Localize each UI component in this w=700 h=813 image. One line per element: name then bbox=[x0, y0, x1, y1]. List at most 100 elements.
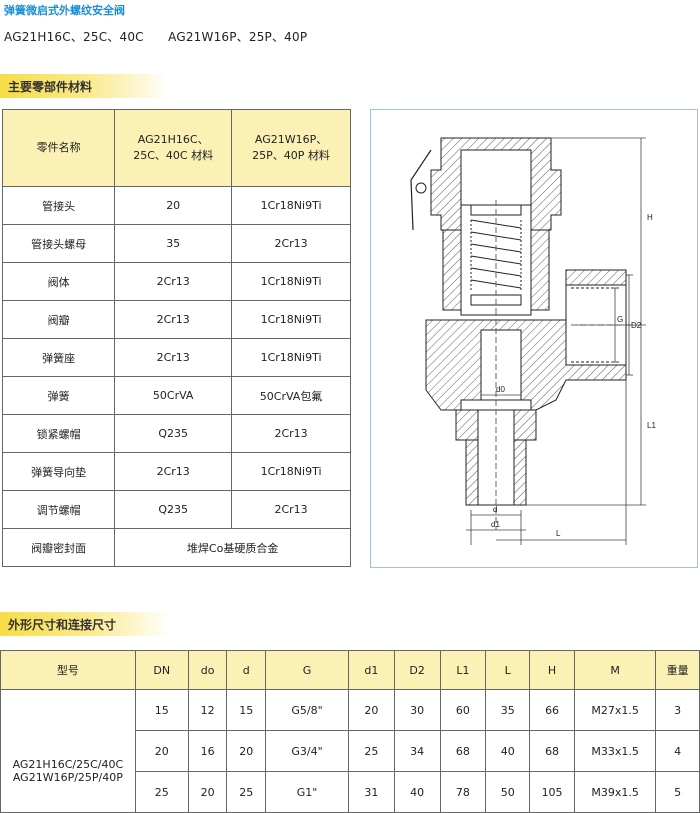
dim-label-d1: d1 bbox=[491, 520, 500, 529]
dimensions-header-cell: d1 bbox=[348, 650, 395, 690]
dimensions-header-cell: 重量 bbox=[655, 650, 700, 690]
materials-cell-b: 1Cr18Ni9Ti bbox=[231, 338, 351, 377]
dimensions-cell: 105 bbox=[529, 771, 575, 813]
dim-label-L1: L1 bbox=[647, 421, 656, 430]
dimensions-header-cell: H bbox=[529, 650, 575, 690]
dim-label-G: G bbox=[617, 315, 623, 324]
materials-cell-b: 2Cr13 bbox=[231, 414, 351, 453]
dimensions-cell: 20 bbox=[226, 730, 267, 772]
materials-cell-name: 管接头螺母 bbox=[1, 224, 116, 263]
dimensions-header-cell: do bbox=[187, 650, 228, 690]
dimensions-cell: 50 bbox=[485, 771, 531, 813]
materials-header-row: 零件名称 AG21H16C、25C、40C 材料 AG21W16P、25P、40… bbox=[1, 109, 351, 187]
materials-cell-a: 2Cr13 bbox=[114, 338, 233, 377]
dimensions-cell: 31 bbox=[348, 771, 395, 813]
section-dimensions-title: 外形尺寸和连接尺寸 bbox=[8, 618, 117, 632]
dimensions-cell: 60 bbox=[439, 689, 487, 731]
materials-cell-name: 锁紧螺帽 bbox=[1, 414, 116, 453]
valve-drawing-frame: H G D2 L1 L d0 d d1 bbox=[370, 109, 698, 568]
materials-cell-a: 2Cr13 bbox=[114, 300, 233, 339]
materials-cell-b: 1Cr18Ni9Ti bbox=[231, 186, 351, 225]
dimensions-cell: 25 bbox=[226, 771, 267, 813]
dimensions-cell: 66 bbox=[529, 689, 575, 731]
dimensions-cell: 40 bbox=[393, 771, 441, 813]
dimensions-cell: 4 bbox=[655, 730, 700, 772]
dimensions-header-cell: L1 bbox=[439, 650, 487, 690]
dimensions-cell: G1" bbox=[265, 771, 349, 813]
dimensions-cell: 34 bbox=[393, 730, 441, 772]
dimensions-header-cell: M bbox=[573, 650, 657, 690]
materials-cell-a: 2Cr13 bbox=[114, 452, 233, 491]
dimensions-cell: 68 bbox=[529, 730, 575, 772]
materials-cell-name: 弹簧座 bbox=[1, 338, 116, 377]
materials-header-w: AG21W16P、25P、40P 材料 bbox=[231, 109, 351, 187]
dim-label-d0: d0 bbox=[496, 385, 505, 394]
section-materials-title: 主要零部件材料 bbox=[8, 80, 93, 94]
dim-label-L: L bbox=[556, 529, 561, 538]
dimensions-cell: G3/4" bbox=[265, 730, 349, 772]
dimensions-cell: 40 bbox=[485, 730, 531, 772]
valve-cross-section-diagram: H G D2 L1 L d0 d d1 bbox=[410, 137, 656, 545]
dimensions-cell: 20 bbox=[187, 771, 228, 813]
materials-cell-b: 1Cr18Ni9Ti bbox=[231, 300, 351, 339]
dim-label-H: H bbox=[647, 213, 653, 222]
dimensions-cell: M27x1.5 bbox=[573, 689, 657, 731]
materials-cell-b: 1Cr18Ni9Ti bbox=[231, 452, 351, 491]
dimensions-model-name: AG21H16C/25C/40C bbox=[12, 758, 124, 771]
materials-table: 零件名称 AG21H16C、25C、40C 材料 AG21W16P、25P、40… bbox=[1, 109, 351, 567]
dimensions-cell: 68 bbox=[439, 730, 487, 772]
dimensions-cell: 25 bbox=[348, 730, 395, 772]
materials-header-h: AG21H16C、25C、40C 材料 bbox=[114, 109, 233, 187]
dimensions-cell: M33x1.5 bbox=[573, 730, 657, 772]
materials-cell-a: 20 bbox=[114, 186, 233, 225]
dimensions-header-cell: G bbox=[265, 650, 349, 690]
dim-label-d: d bbox=[493, 505, 497, 514]
materials-cell-name: 阀体 bbox=[1, 262, 116, 301]
dimensions-cell: 30 bbox=[393, 689, 441, 731]
materials-row-seal: 阀瓣密封面堆焊Co基硬质合金 bbox=[1, 528, 351, 567]
materials-cell-name: 管接头 bbox=[1, 186, 116, 225]
dimensions-cell: G5/8" bbox=[265, 689, 349, 731]
dimensions-cell: 25 bbox=[134, 771, 189, 813]
materials-header-part: 零件名称 bbox=[1, 109, 116, 187]
materials-cell-name: 弹簧 bbox=[1, 376, 116, 415]
dimensions-cell: 20 bbox=[348, 689, 395, 731]
dimensions-model-name: AG21W16P/25P/40P bbox=[12, 771, 123, 784]
dimensions-header-cell: d bbox=[226, 650, 267, 690]
dimensions-cell: 15 bbox=[226, 689, 267, 731]
materials-header-w-text: AG21W16P、25P、40P 材料 bbox=[252, 133, 330, 162]
materials-cell-b: 2Cr13 bbox=[231, 224, 351, 263]
materials-cell-b: 50CrVA包氟 bbox=[231, 376, 351, 415]
dimensions-header-cell: L bbox=[485, 650, 531, 690]
dimensions-cell: M39x1.5 bbox=[573, 771, 657, 813]
materials-cell-name: 阀瓣密封面 bbox=[1, 528, 116, 567]
page-title: 弹簧微启式外螺纹安全阀 bbox=[4, 4, 125, 17]
materials-cell-a: 50CrVA bbox=[114, 376, 233, 415]
dimensions-cell: 16 bbox=[187, 730, 228, 772]
dim-label-D2: D2 bbox=[631, 321, 642, 330]
materials-cell-b: 1Cr18Ni9Ti bbox=[231, 262, 351, 301]
dimensions-cell: 3 bbox=[655, 689, 700, 731]
dimensions-cell: 78 bbox=[439, 771, 487, 813]
materials-cell-a: Q235 bbox=[114, 490, 233, 529]
model-subtitle: AG21H16C、25C、40C AG21W16P、25P、40P bbox=[4, 30, 308, 44]
dimensions-header-cell: 型号 bbox=[0, 650, 136, 690]
materials-cell-a: Q235 bbox=[114, 414, 233, 453]
materials-header-h-text: AG21H16C、25C、40C 材料 bbox=[133, 133, 214, 162]
section-dimensions-header: 外形尺寸和连接尺寸 bbox=[0, 612, 170, 636]
